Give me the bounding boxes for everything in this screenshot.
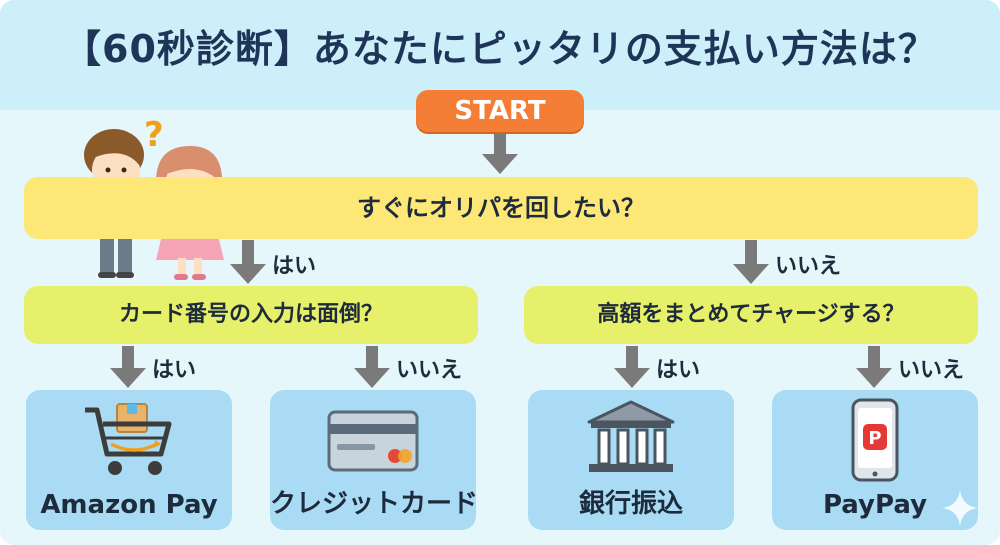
branch-label-right-no: いいえ — [898, 358, 965, 383]
result-card-credit-card: クレジットカード — [270, 390, 479, 530]
result-label-bank-transfer: 銀行振込 — [578, 489, 683, 519]
branch-label-left-no: いいえ — [396, 358, 463, 383]
credit-card-icon — [327, 410, 419, 472]
question-right: 高額をまとめてチャージする？ — [524, 286, 978, 344]
arrow-left-no — [354, 346, 390, 388]
result-label-amazon-pay: Amazon Pay — [40, 490, 218, 520]
bank-icon — [587, 400, 675, 472]
branch-label-main-yes: はい — [272, 254, 317, 279]
result-card-paypay: P PayPay — [772, 390, 978, 530]
result-label-credit-card: クレジットカード — [270, 489, 479, 519]
arrow-right-yes — [614, 346, 650, 388]
branch-label-main-no: いいえ — [775, 254, 842, 279]
result-card-amazon-pay: Amazon Pay — [26, 390, 232, 530]
arrow-main-yes — [230, 240, 266, 284]
result-card-bank-transfer: 銀行振込 — [528, 390, 734, 530]
page-title: 【60秒診断】あなたにピッタリの支払い方法は？ — [63, 27, 937, 71]
shopping-cart-icon — [85, 403, 172, 475]
arrow-main-no — [733, 240, 769, 284]
arrow-start-down — [482, 134, 518, 174]
arrow-left-yes — [110, 346, 146, 388]
sparkle-icon — [942, 490, 978, 526]
branch-label-left-yes: はい — [152, 358, 197, 383]
result-label-paypay: PayPay — [822, 490, 928, 520]
svg-text:P: P — [868, 428, 881, 449]
question-left: カード番号の入力は面倒？ — [24, 286, 478, 344]
branch-label-right-yes: はい — [656, 358, 701, 383]
question-main: すぐにオリパを回したい？ — [24, 177, 978, 239]
smartphone-icon: P — [851, 398, 899, 482]
start-node: START — [416, 90, 584, 132]
svg-text:?: ? — [144, 115, 164, 155]
arrow-right-no — [856, 346, 892, 388]
